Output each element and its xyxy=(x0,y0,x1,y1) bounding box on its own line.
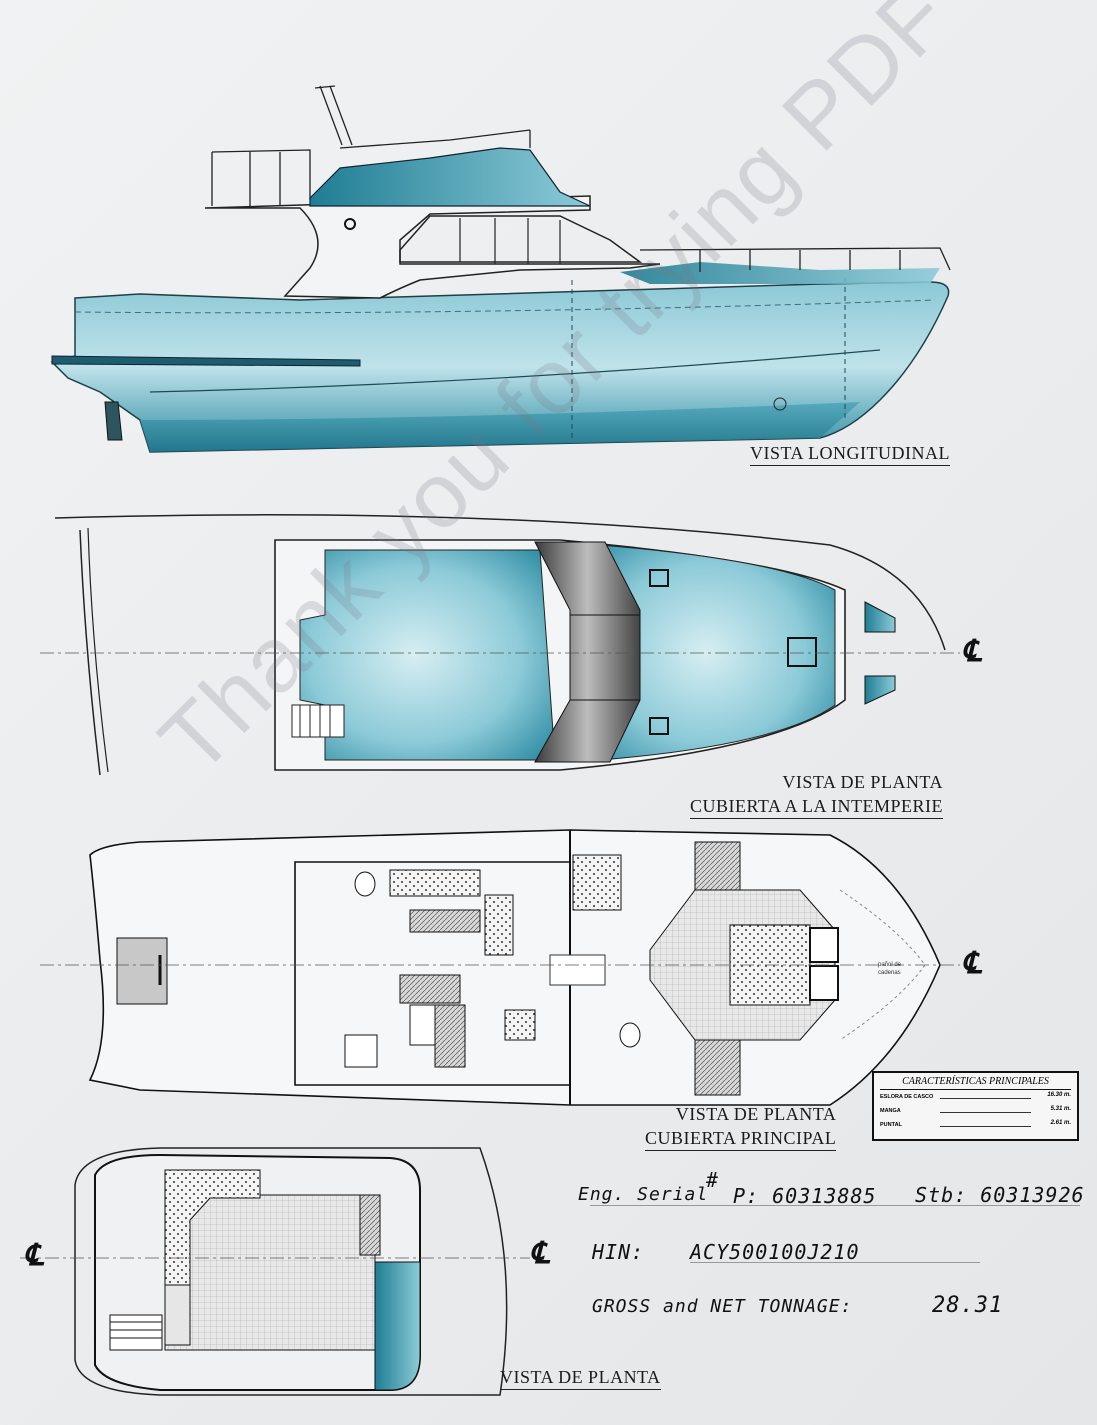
specs-row: PUNTAL 2.61 m. xyxy=(880,1120,1071,1132)
hin-label: HIN: xyxy=(592,1240,645,1264)
specs-label: ESLORA DE CASCO xyxy=(880,1094,934,1100)
eng-serial-stbd: Stb: 60313926 xyxy=(915,1183,1085,1207)
rails-side xyxy=(211,85,951,272)
caption-flybridge: VISTA DE PLANTA xyxy=(500,1365,661,1390)
aft-hatch xyxy=(116,937,168,1005)
specs-table: CARACTERÍSTICAS PRINCIPALES ESLORA DE CA… xyxy=(872,1071,1079,1141)
tonnage-label: GROSS and NET TONNAGE: xyxy=(592,1296,853,1317)
specs-value: 2.61 m. xyxy=(1050,1120,1071,1126)
specs-title: CARACTERÍSTICAS PRINCIPALES xyxy=(880,1076,1071,1090)
caption-main-deck-line1: VISTA DE PLANTA xyxy=(675,1104,837,1124)
caption-weather-deck: VISTA DE PLANTA CUBIERTA A LA INTEMPERIE xyxy=(690,770,943,819)
specs-row: MANGA 5.31 m. xyxy=(880,1106,1071,1118)
cabin-side xyxy=(204,195,661,299)
chain-locker-label-1: pañol de xyxy=(878,962,902,968)
cabin-top-grey xyxy=(534,541,641,763)
side-profile xyxy=(50,85,951,453)
eng-serial-hash: # xyxy=(706,1168,720,1192)
flybridge-roof xyxy=(309,147,591,207)
caption-weather-deck-line2: CUBIERTA A LA INTEMPERIE xyxy=(690,794,943,819)
specs-value: 16.30 m. xyxy=(1047,1092,1071,1098)
deck-fore xyxy=(599,544,836,761)
serial-underline xyxy=(590,1205,1080,1206)
chain-locker-label-2: cadenas xyxy=(878,970,901,976)
specs-value: 5.31 m. xyxy=(1050,1106,1071,1112)
centerline-symbol: ℄ xyxy=(530,1237,550,1270)
caption-main-deck-line2: CUBIERTA PRINCIPAL xyxy=(645,1126,837,1151)
caption-flybridge-text: VISTA DE PLANTA xyxy=(500,1365,661,1390)
centerline-symbol: ℄ xyxy=(962,947,982,980)
centerline-symbol: ℄ xyxy=(24,1239,44,1272)
flybridge-plan xyxy=(20,1147,530,1396)
specs-label: MANGA xyxy=(880,1108,901,1114)
eng-serial-label: Eng. Serial xyxy=(578,1184,709,1205)
specs-row: ESLORA DE CASCO 16.30 m. xyxy=(880,1092,1071,1104)
caption-side-view: VISTA LONGITUDINAL xyxy=(750,441,951,466)
weather-deck-plan xyxy=(40,514,960,776)
fly-deck xyxy=(164,1194,376,1351)
tonnage-value: 28.31 xyxy=(932,1293,1004,1318)
caption-main-deck: VISTA DE PLANTA CUBIERTA PRINCIPAL xyxy=(645,1102,837,1151)
eng-serial-port: P: 60313885 xyxy=(733,1184,877,1208)
specs-label: PUNTAL xyxy=(880,1122,902,1128)
main-deck-plan xyxy=(40,829,960,1106)
caption-side-text: VISTA LONGITUDINAL xyxy=(750,441,951,466)
centerline-symbol: ℄ xyxy=(962,635,982,668)
hin-value: ACY500100J210 xyxy=(690,1240,860,1264)
caption-weather-deck-line1: VISTA DE PLANTA xyxy=(782,772,943,792)
hin-underline xyxy=(690,1262,980,1263)
